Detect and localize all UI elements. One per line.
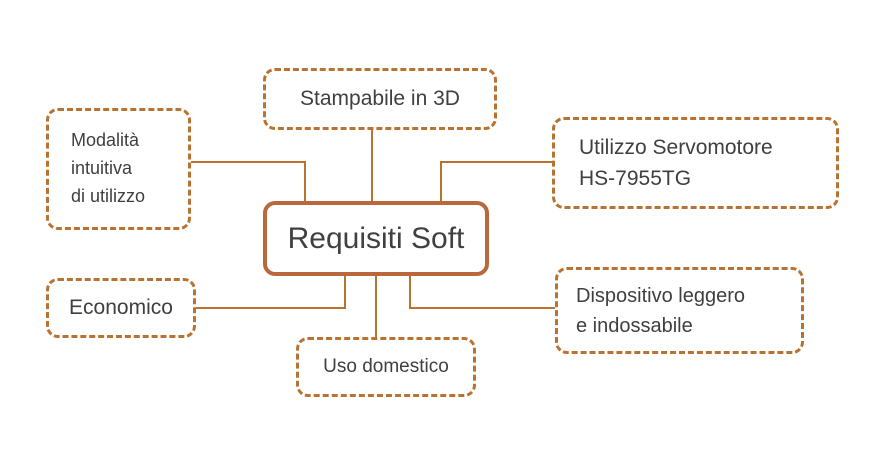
node-stampabile-label: Stampabile in 3D [300,86,460,110]
connector-economico [195,275,346,309]
node-dispositivo: Dispositivo leggero e indossabile [555,267,804,354]
node-modalita-label: Modalità intuitiva di utilizzo [71,130,146,206]
node-servomotore: Utilizzo Servomotore HS-7955TG [552,117,839,209]
node-modalita: Modalità intuitiva di utilizzo [46,108,191,230]
node-economico-label: Economico [69,295,173,319]
node-dispositivo-label: Dispositivo leggero e indossabile [576,284,745,337]
central-node: Requisiti Soft [263,201,489,276]
node-servomotore-label: Utilizzo Servomotore HS-7955TG [579,135,773,191]
node-uso-domestico-label: Uso domestico [323,356,449,378]
node-stampabile: Stampabile in 3D [263,68,497,130]
connector-dispositivo [409,275,556,309]
node-economico: Economico [46,278,196,338]
central-node-label: Requisiti Soft [287,221,465,255]
node-uso-domestico: Uso domestico [296,337,476,397]
connector-modalita [191,161,306,202]
connector-servomotore [440,161,553,202]
